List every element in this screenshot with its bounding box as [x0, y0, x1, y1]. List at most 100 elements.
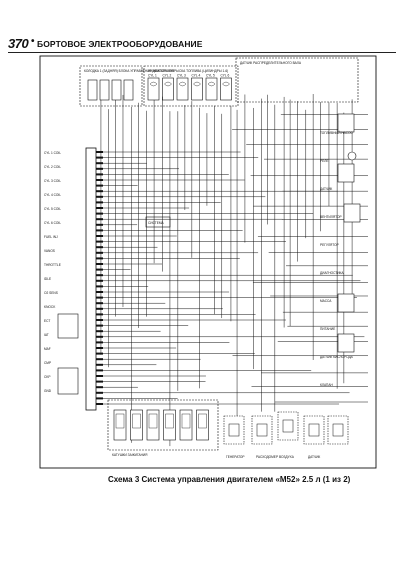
bullet: •: [31, 36, 35, 47]
pin-40: [96, 375, 103, 377]
ecu-module-2: [99, 79, 110, 101]
coil-pack-4: [163, 409, 176, 441]
pin-25: [96, 291, 103, 293]
pin-34: [96, 341, 103, 344]
pin-6: [96, 184, 103, 187]
pin-8: [96, 195, 103, 198]
relay-5: [337, 333, 355, 353]
pin-45: [96, 403, 103, 405]
pin-17: [96, 246, 103, 249]
left-pin-label-3: CYL 3 COIL: [44, 179, 61, 183]
left-pin-label-17: CKP: [44, 375, 51, 379]
wiring-diagram: КОЛОДКА 1 (ЗАДНЯЯ) БЛОКА УПРАВЛЕНИЯ ДВИГ…: [38, 54, 378, 470]
pin-44: [96, 397, 103, 400]
sensor-block-inner-1: [228, 423, 240, 437]
sensor-block-inner-2: [256, 423, 268, 437]
relay-3: [343, 203, 361, 223]
right-label-10: КЛАПАН: [320, 383, 333, 387]
right-label-5: РЕГУЛЯТОР: [320, 243, 339, 247]
injector-coil-1: [149, 81, 158, 87]
coil-pack-inner-6: [198, 413, 207, 429]
section-title: БОРТОВОЕ ЭЛЕКТРООБОРУДОВАНИЕ: [37, 39, 203, 49]
pin-39: [96, 369, 103, 372]
coil-pack-inner-2: [132, 413, 141, 429]
pin-22: [96, 274, 103, 277]
left-pin-label-10: IDLE: [44, 277, 51, 281]
left-pin-label-1: CYL 1 COIL: [44, 151, 61, 155]
coil-pack-2: [130, 409, 143, 441]
left-pin-label-8: VANOS: [44, 249, 55, 253]
right-label-4: ВЕНТИЛЯТОР: [320, 215, 342, 219]
injector-6: [220, 77, 232, 101]
pin-9: [96, 201, 103, 204]
ignition-coils-label: КАТУШКИ ЗАЖИГАНИЯ: [112, 453, 148, 457]
pin-29: [96, 313, 103, 316]
right-component-labels: ТОПЛИВНЫЙ НАСОС РЕЛЕ ДАТЧИК ВЕНТИЛЯТОР РЕГУЛ…: [320, 131, 354, 387]
right-label-8: ПИТАНИЕ: [320, 327, 335, 331]
pin-31: [96, 324, 103, 327]
pin-15: [96, 235, 103, 237]
injector-4: [191, 77, 203, 101]
pin-41: [96, 380, 103, 383]
ecu-module-1: [87, 79, 98, 101]
left-pin-label-14: IAT: [44, 333, 49, 337]
pin-1: [96, 156, 103, 159]
cylinder-label-1: CYL 1: [148, 74, 157, 78]
injectors-label: ИНЖЕКТОРЫ ВПРЫСКА ТОПЛИВА (ЦИЛИНДРЫ 1-6): [148, 69, 228, 73]
ecu-connector-strip: [85, 147, 97, 411]
ecu-connector-box: [79, 65, 143, 107]
pin-28: [96, 307, 103, 310]
pin-37: [96, 358, 103, 361]
pin-2: [96, 162, 103, 165]
injector-coil-5: [207, 81, 216, 87]
right-label-9: ДАТЧИК КИСЛОРОДА: [320, 355, 354, 359]
pin-3: [96, 167, 103, 170]
system-label: СИСТЕМА: [148, 221, 165, 225]
cam-sensor-box: [235, 57, 359, 103]
sensor-block-5: [327, 415, 349, 445]
cylinder-label-3: CYL 3: [177, 74, 186, 78]
left-pin-label-9: THROTTLE: [44, 263, 61, 267]
pin-20: [96, 263, 103, 265]
injector-coil-4: [193, 81, 201, 87]
relay-4: [337, 293, 355, 313]
injector-3: [176, 77, 189, 101]
right-label-2: РЕЛЕ: [320, 159, 328, 163]
pin-19: [96, 257, 103, 260]
left-pin-label-11: O2 SENS: [44, 291, 58, 295]
figure-caption: Схема 3 Система управления двигателем «M…: [108, 475, 351, 484]
pin-4: [96, 173, 103, 176]
pin-0: [96, 151, 103, 153]
pin-24: [96, 285, 103, 288]
sensor-block-4: [303, 415, 325, 445]
fuel-pump-motor: [347, 151, 357, 161]
injector-coil-6: [222, 81, 230, 87]
pin-11: [96, 212, 103, 215]
sensor-block-inner-3: [282, 419, 294, 433]
right-label-3: ДАТЧИК: [320, 187, 332, 191]
sensor-block-inner-4: [308, 423, 320, 437]
left-pin-label-5: CYL 5 COIL: [44, 207, 61, 211]
page-header: 370 • БОРТОВОЕ ЭЛЕКТРООБОРУДОВАНИЕ: [8, 36, 396, 53]
pin-23: [96, 279, 103, 282]
pin-36: [96, 352, 103, 355]
coil-pack-6: [196, 409, 209, 441]
left-pin-label-4: CYL 4 COIL: [44, 193, 61, 197]
coil-pack-inner-4: [165, 413, 174, 429]
pin-35: [96, 347, 103, 349]
pin-26: [96, 296, 103, 299]
sensor-block-3: [277, 411, 299, 441]
right-label-6: ДИАГНОСТИКА: [320, 271, 344, 275]
left-pin-label-18: GND: [44, 389, 52, 393]
left-pin-label-13: ECT: [44, 319, 50, 323]
pin-27: [96, 302, 103, 305]
bottom-label-3: ДАТЧИК: [308, 455, 320, 459]
right-label-1: ТОПЛИВНЫЙ НАСОС: [320, 131, 353, 135]
cylinder-label-2: CYL 2: [163, 74, 172, 78]
pin-32: [96, 330, 103, 333]
ignition-coils-box: [107, 399, 219, 451]
pin-14: [96, 229, 103, 232]
coil-pack-inner-1: [115, 413, 125, 429]
